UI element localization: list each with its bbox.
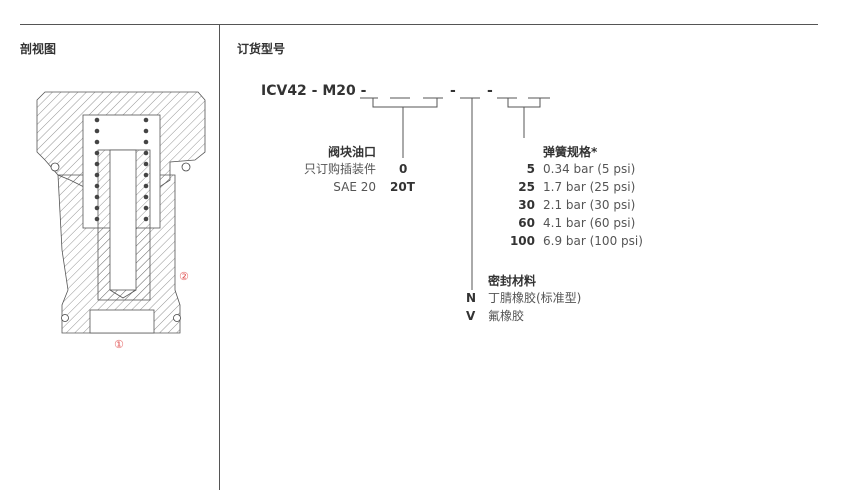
spring-title: 弹簧规格* <box>543 145 598 159</box>
port-option-code: 0 <box>399 162 408 176</box>
callout-port-2: ② <box>179 270 189 283</box>
port-title: 阀块油口 <box>327 145 376 159</box>
seal-desc: 氟橡胶 <box>488 309 525 323</box>
callout-port-1: ① <box>114 338 124 351</box>
spring-desc: 4.1 bar (60 psi) <box>543 216 636 230</box>
cross-section-drawing <box>36 91 206 334</box>
separator: - <box>450 83 456 99</box>
spring-code: 25 <box>518 180 535 194</box>
spring-desc: 1.7 bar (25 psi) <box>543 180 636 194</box>
seal-code: N <box>466 291 477 305</box>
spring-code: 30 <box>518 198 535 212</box>
spring-code: 5 <box>526 162 535 176</box>
spring-code: 60 <box>518 216 535 230</box>
vertical-divider <box>219 25 220 490</box>
poppet-bore <box>109 149 137 291</box>
seal-title: 密封材料 <box>488 274 537 288</box>
top-divider <box>20 24 818 25</box>
spring-desc: 2.1 bar (30 psi) <box>543 198 636 212</box>
section-view-heading: 剖视图 <box>20 42 57 56</box>
spring-coils <box>94 117 149 222</box>
ordering-code-heading: 订货型号 <box>237 42 286 56</box>
spring-desc: 6.9 bar (100 psi) <box>543 234 643 248</box>
separator: - <box>487 83 493 99</box>
port-option-code: 20T <box>390 180 415 194</box>
outlet-bore <box>89 309 155 334</box>
o-rings <box>50 162 191 322</box>
model-prefix: ICV42 - M20 - <box>261 83 367 99</box>
port-option-desc: 只订购插装件 <box>303 162 376 176</box>
spring-desc: 0.34 bar (5 psi) <box>543 162 636 176</box>
spring-code: 100 <box>509 234 535 248</box>
seal-desc: 丁腈橡胶(标准型) <box>488 291 582 305</box>
seal-code: V <box>466 309 476 323</box>
port-option-desc: SAE 20 <box>333 180 376 194</box>
